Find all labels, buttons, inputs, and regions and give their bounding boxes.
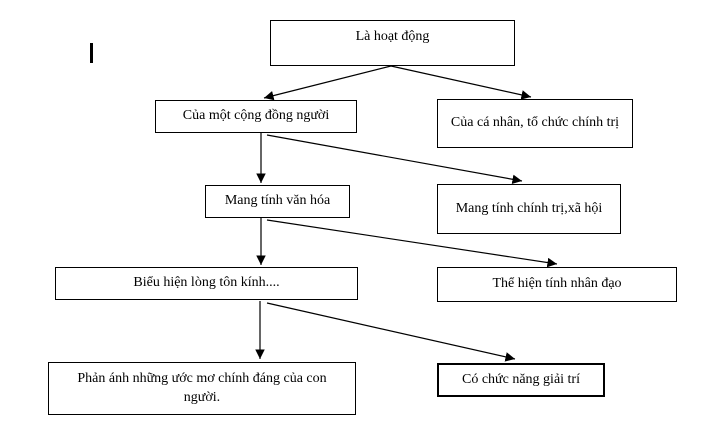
edge-root-to-community-arrow — [263, 65, 392, 101]
node-individual-political-org: Của cá nhân, tổ chức chính trị — [437, 99, 633, 148]
node-political-social-character: Mang tính chính trị,xã hội — [437, 184, 621, 234]
node-expresses-humanity: Thể hiện tính nhân đạo — [437, 267, 677, 302]
node-expresses-reverence: Biểu hiện lòng tôn kính.... — [55, 267, 358, 300]
node-cultural-character: Mang tính văn hóa — [205, 185, 350, 218]
edge-reverence-to-entertainment-arrow — [266, 302, 516, 362]
node-reflects-legitimate-dreams: Phản ánh những ước mơ chính đáng của con… — [48, 362, 356, 415]
node-root-activity: Là hoạt động — [270, 20, 515, 66]
node-community: Của một cộng đồng người — [155, 100, 357, 133]
edge-root-to-individual-arrow — [390, 65, 532, 100]
node-entertainment-function: Có chức năng giải trí — [437, 363, 605, 397]
text-cursor — [90, 43, 93, 63]
